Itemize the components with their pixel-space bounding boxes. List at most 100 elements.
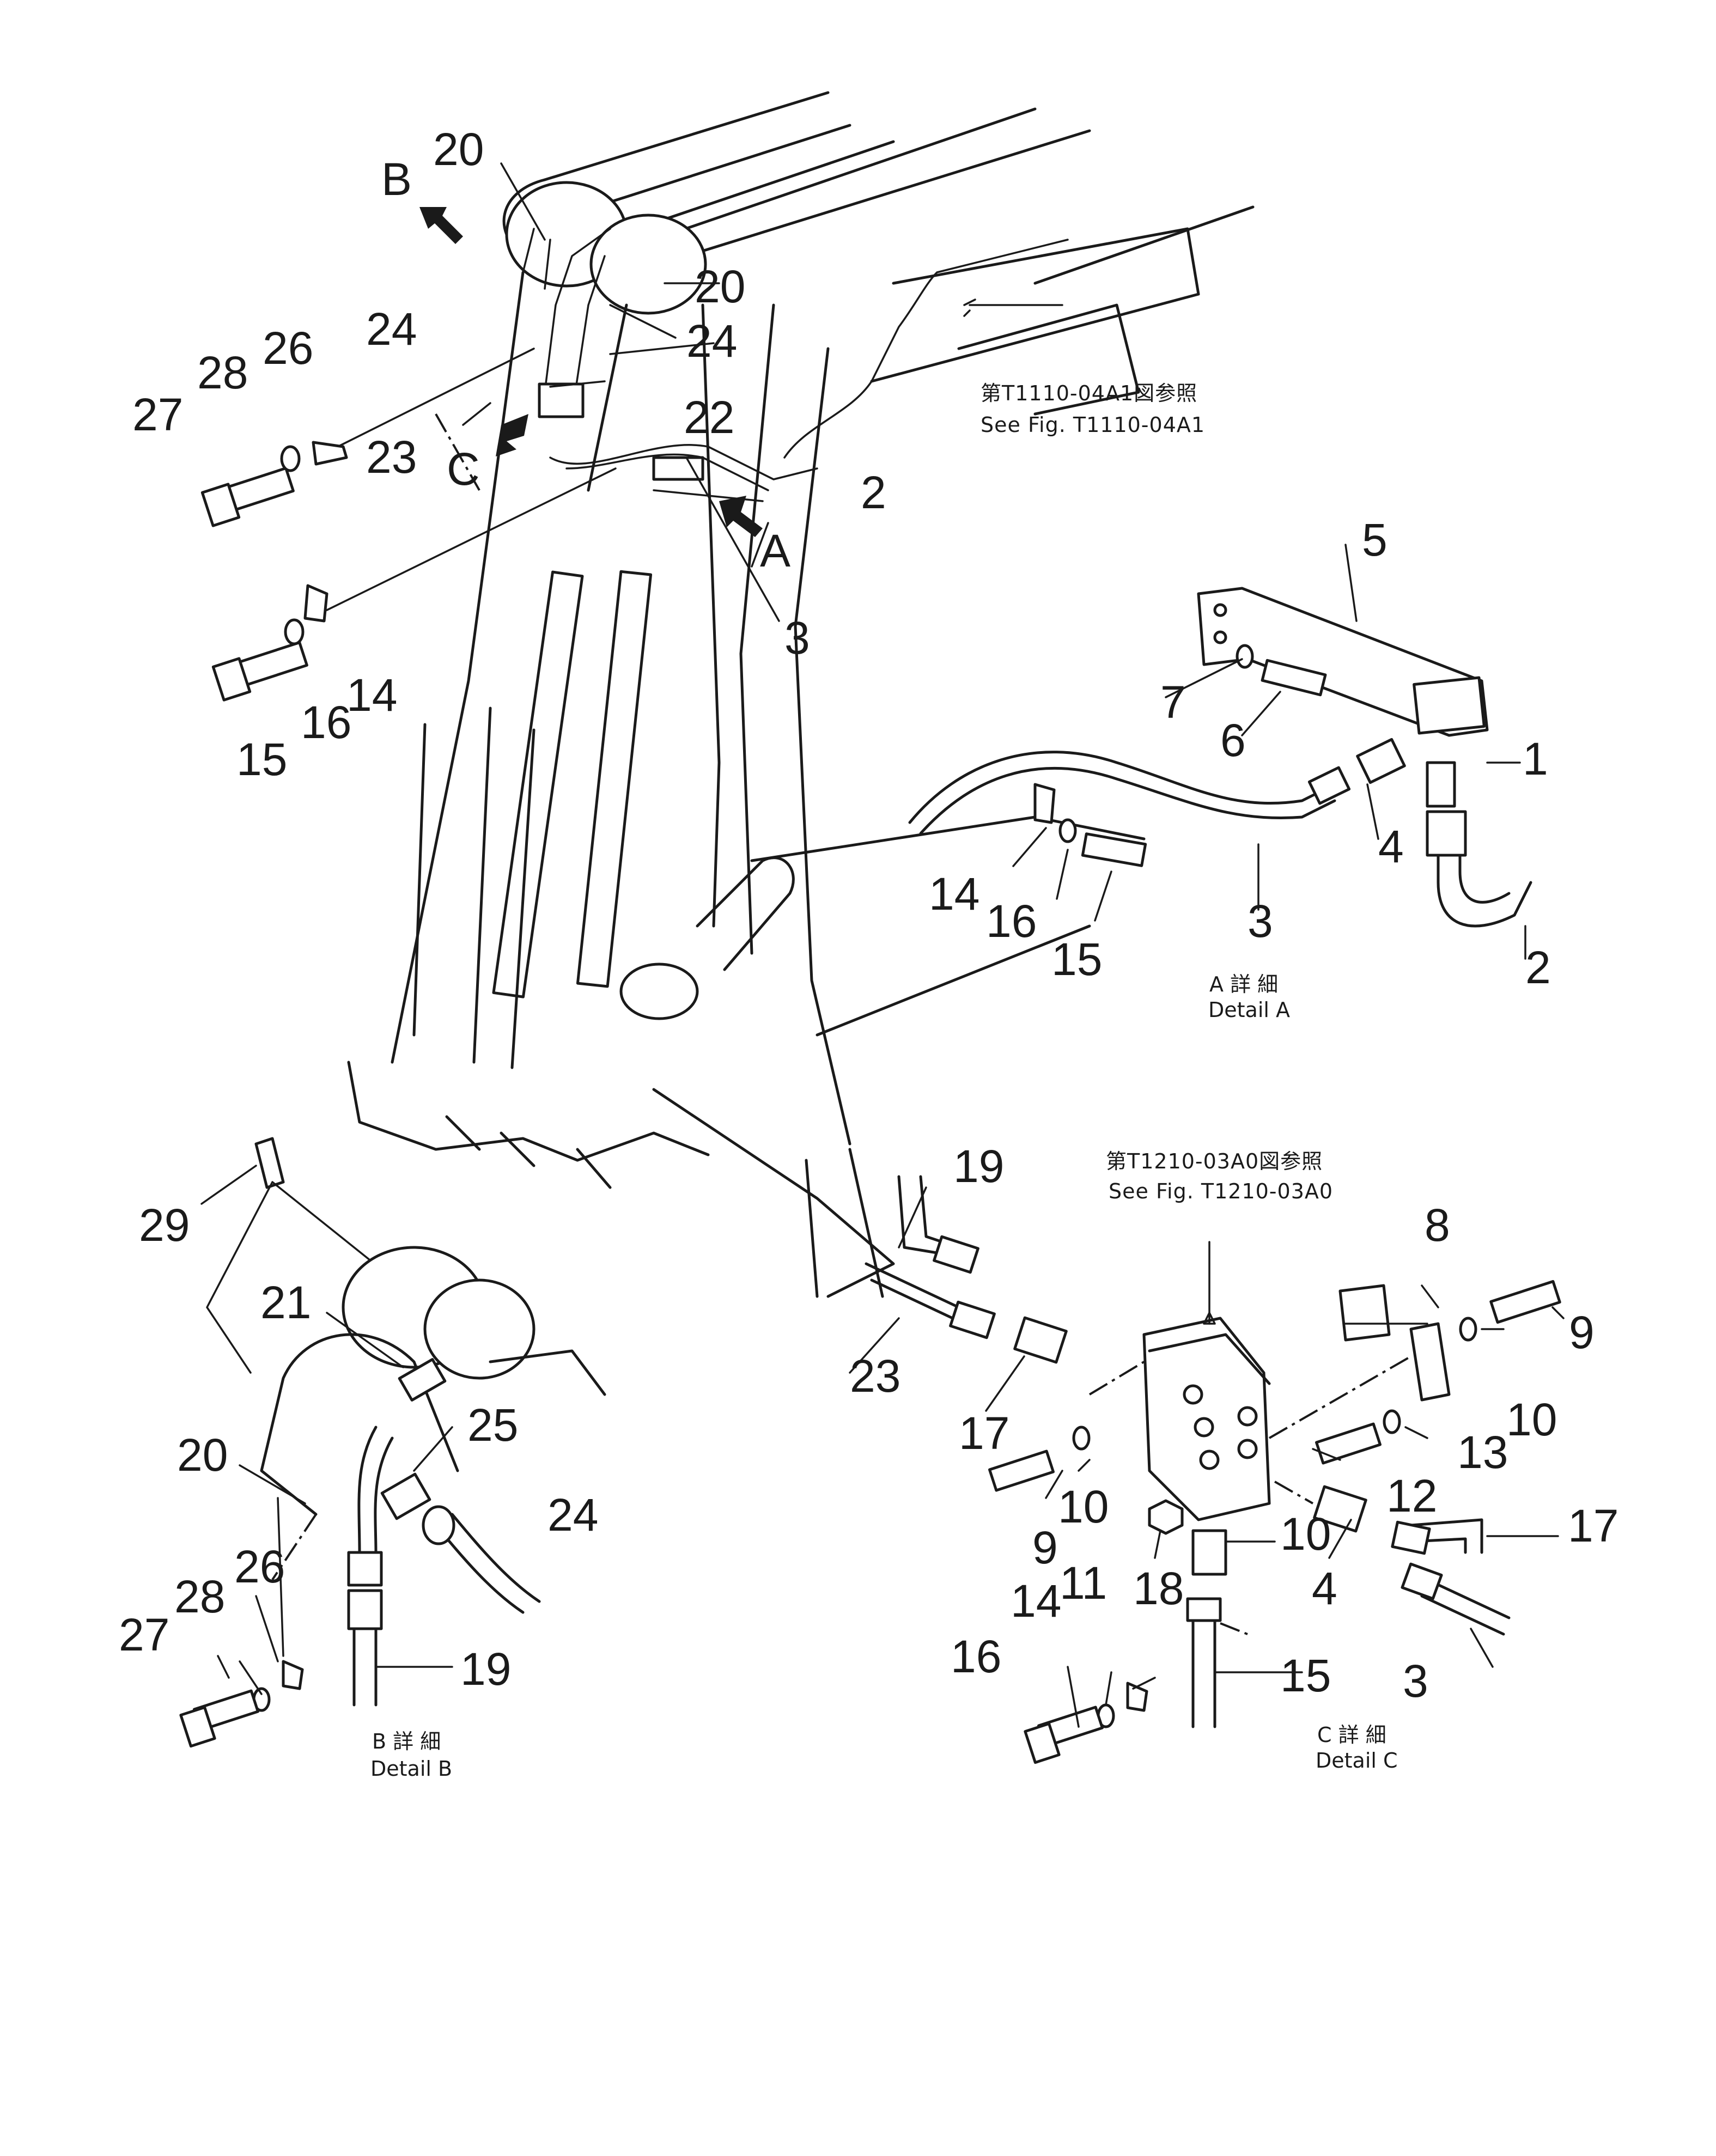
caption-b-jp: B 詳 細 xyxy=(372,1729,441,1753)
callout-17: 17 xyxy=(959,1408,1009,1459)
fitting-25 xyxy=(380,1472,431,1520)
fitting-17-left xyxy=(1013,1316,1068,1364)
washer-16-detail-a xyxy=(1058,818,1077,843)
caption-c-en: Detail C xyxy=(1316,1749,1398,1773)
washer-16-main xyxy=(284,618,305,645)
caption-a-en: Detail A xyxy=(1208,998,1290,1022)
callout-3: 15 xyxy=(1280,1650,1331,1701)
view-arrow-a xyxy=(719,496,763,537)
callout-4: 4 xyxy=(1378,821,1404,872)
main-hardware xyxy=(200,441,348,702)
callout-2: 2 xyxy=(861,467,886,518)
pipe-23-detail-c xyxy=(865,1262,966,1325)
callout-21: 21 xyxy=(260,1277,311,1328)
callout-24: 24 xyxy=(686,315,737,367)
view-letter-a: A xyxy=(760,525,790,576)
callout-20: 20 xyxy=(433,124,484,175)
callout-2: 2 xyxy=(1525,942,1551,993)
detail-c-callouts: 19 8 9 23 17 10 13 10 9 12 10 4 17 18 11… xyxy=(850,1141,1618,1707)
callout-18: 17 xyxy=(1568,1500,1618,1551)
callout-11: 18 xyxy=(1133,1563,1184,1614)
detail-a-caption: A 詳 細 Detail A xyxy=(1208,972,1290,1022)
bolt-12 xyxy=(1315,1422,1382,1465)
bolt-9-left xyxy=(988,1449,1055,1492)
caption-c-jp: C 詳 細 xyxy=(1317,1723,1386,1747)
callout-15: 15 xyxy=(1051,934,1102,985)
callout-14: 14 xyxy=(929,868,979,919)
callout-16: 16 xyxy=(301,697,351,748)
main-assembly-view xyxy=(326,91,1255,1298)
nut-11 xyxy=(1148,1499,1184,1535)
caption-a-jp: A 詳 細 xyxy=(1209,972,1278,996)
callout-16: 16 xyxy=(986,896,1037,947)
detail-c-view xyxy=(849,1175,1565,1764)
callout-27: 27 xyxy=(132,389,183,440)
washer-7 xyxy=(1236,644,1254,669)
callout-7: 7 xyxy=(1160,677,1186,728)
callout-19: 19 xyxy=(460,1643,511,1695)
callout-14: 14 xyxy=(346,669,397,721)
view-arrow-b xyxy=(419,207,463,244)
pipe-19-detail-c xyxy=(897,1175,944,1254)
callout-14: 11 xyxy=(1060,1557,1107,1609)
callout-9: 9 xyxy=(1569,1307,1595,1358)
bolt-6 xyxy=(1261,659,1327,697)
callout-23: 23 xyxy=(850,1350,900,1402)
view-letters: B C A xyxy=(381,154,790,576)
callout-28: 28 xyxy=(174,1571,225,1622)
washer-13 xyxy=(1383,1409,1401,1434)
view-arrow-c xyxy=(496,414,528,456)
ref-note-1-en: See Fig. T1110-04A1 xyxy=(981,413,1205,437)
washer-28-main xyxy=(280,445,301,472)
callout-6: 6 xyxy=(1220,715,1246,766)
clamp-14-main xyxy=(303,584,328,623)
ref-note-2-en: See Fig. T1210-03A0 xyxy=(1109,1179,1333,1203)
callout-23: 23 xyxy=(366,431,417,483)
fitting-21 xyxy=(398,1358,447,1402)
main-callouts: 20 20 24 24 26 28 27 22 23 2 3 14 16 15 xyxy=(132,124,886,785)
callout-8: 8 xyxy=(1425,1199,1450,1251)
callout-15: 15 xyxy=(236,734,287,785)
callout-20: 20 xyxy=(695,261,745,312)
callout-26: 26 xyxy=(263,322,313,374)
pipe-18-detail-c xyxy=(1409,1518,1483,1554)
callout-25: 25 xyxy=(467,1399,518,1451)
callout-24: 24 xyxy=(547,1489,598,1540)
clamp-14-detail-c xyxy=(1126,1682,1148,1712)
bolt-15-main xyxy=(211,641,308,702)
callout-3: 3 xyxy=(784,612,810,663)
callout-12: 12 xyxy=(1386,1470,1437,1521)
callout-15: 16 xyxy=(951,1631,1001,1682)
hose-2-detail-a xyxy=(1437,815,1532,928)
pipe-22-detail-c xyxy=(1420,1578,1511,1636)
clamp-14-detail-a xyxy=(1033,783,1056,824)
view-letter-b: B xyxy=(381,154,412,205)
clamp-26-detail-b xyxy=(282,1660,304,1690)
view-letter-c: C xyxy=(447,443,480,495)
reference-notes: 第T1110-04A1図参照 See Fig. T1110-04A1 第T121… xyxy=(981,381,1333,1203)
pipe-19-detail-b xyxy=(352,1627,378,1707)
bolt-15-detail-a xyxy=(1081,832,1147,867)
callout-5: 5 xyxy=(1362,514,1388,565)
callout-17: 4 xyxy=(1312,1563,1337,1614)
detail-a-view xyxy=(908,544,1532,960)
detail-c-caption: C 詳 細 Detail C xyxy=(1316,1723,1398,1773)
fitting-4-detail-a xyxy=(1356,738,1406,784)
callout-27: 27 xyxy=(119,1609,169,1660)
detail-b-view xyxy=(179,1137,606,1748)
grease-fitting-29 xyxy=(254,1137,285,1189)
callout-22: 22 xyxy=(684,392,734,443)
callout-26: 26 xyxy=(234,1541,285,1592)
callout-13: 13 xyxy=(1457,1427,1508,1478)
bolt-9-right xyxy=(1489,1280,1561,1324)
callout-29: 29 xyxy=(139,1199,190,1251)
callout-24: 24 xyxy=(366,303,417,355)
ref-note-2-jp: 第T1210-03A0図参照 xyxy=(1106,1149,1323,1173)
washer-10-right xyxy=(1459,1317,1477,1342)
callout-28: 28 xyxy=(197,347,248,398)
bolt-15-detail-c xyxy=(1024,1706,1104,1764)
callout-22: 3 xyxy=(1403,1655,1428,1707)
fitting-17-right xyxy=(1313,1485,1367,1533)
ref-note-1-jp: 第T1110-04A1図参照 xyxy=(981,381,1197,405)
